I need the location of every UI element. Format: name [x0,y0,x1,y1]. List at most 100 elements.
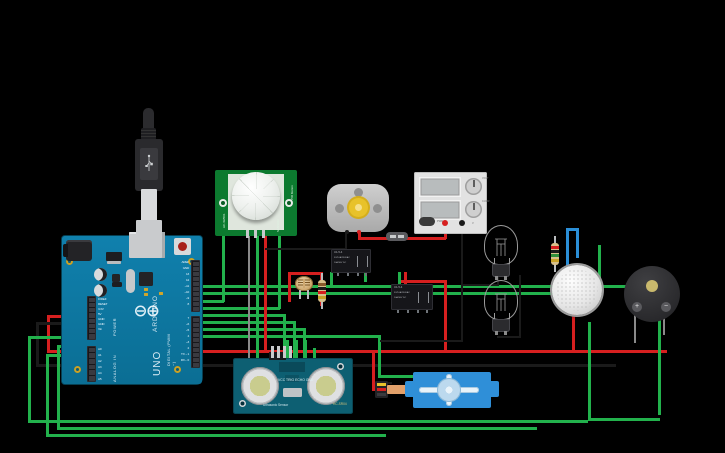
resistor-ldr-divider[interactable] [318,273,326,309]
wire-green-d11-down[interactable] [283,314,286,362]
wire-blue-gas-top[interactable] [566,228,578,231]
wire-red-main-bus[interactable] [47,350,667,353]
ultrasonic-mount-hole-right [337,363,344,370]
pir-mount-hole-left [219,199,227,207]
wire-green-gas-up[interactable] [598,245,601,294]
ultrasonic-distance-sensor[interactable]: VCC TRIG ECHO GND Ultrasonic Sensor HC-S… [233,346,353,414]
wire-green-a1-bus[interactable] [57,427,537,430]
psu-power-switch[interactable] [419,217,435,226]
resistor-band-2 [551,250,559,253]
wire-grey-buzzer-plus[interactable] [634,315,636,343]
wire-green-d11[interactable] [200,314,285,317]
wire-black-bulb2[interactable] [497,336,521,338]
wire-green-relay1-in2[interactable] [364,272,367,282]
wire-green-pir-gnd[interactable] [256,232,259,366]
wire-green-d9[interactable] [200,328,305,331]
wire-green-d8-servo[interactable] [378,375,416,378]
reset-button[interactable] [174,238,191,255]
wire-red-psu-out[interactable] [444,229,447,239]
wire-blue-gas[interactable] [566,228,569,270]
pin-label-aref: AREF [181,260,190,264]
light-bulb-2[interactable] [480,280,522,336]
relay1-pin-3 [357,273,359,276]
digital-header-upper[interactable] [191,260,200,312]
photoresistor-ldr[interactable] [295,276,313,299]
wire-green-a1-down[interactable] [57,345,60,429]
pir-fresnel-segments [232,172,280,220]
wire-grey-buzzer-minus[interactable] [663,315,665,335]
light-bulb-1[interactable] [480,225,522,281]
wire-green-buzzer-bottom[interactable] [588,418,660,421]
wire-green-a2-bus[interactable] [46,434,386,437]
pir-motion-sensor[interactable]: HC-SR501 PIR Motion SENSOR [215,170,297,238]
wire-green-us-vcc[interactable] [286,340,289,360]
wire-black-bulb-return[interactable] [380,340,463,342]
wire-green-d8-down[interactable] [378,335,381,377]
wire-black-relay1-coil[interactable] [265,248,347,250]
wire-black-bulb1[interactable] [463,284,499,286]
pir-pin-3 [262,230,265,238]
wire-black-bulb2-link[interactable] [519,275,521,337]
wire-red-pir-vcc[interactable] [264,232,267,352]
relay-module-1[interactable]: U1-5-4 5V/10A/250VAC 10A/30V DC [331,249,371,276]
usb-cable[interactable] [132,108,166,240]
wire-green-relay1-in[interactable] [330,272,333,288]
wire-green-a2-down[interactable] [46,354,49,434]
wire-grey-pir-out[interactable] [248,232,250,364]
dc-barrel-jack[interactable] [63,240,92,261]
wire-green-a0-bus[interactable] [28,420,588,423]
servo-connector[interactable] [375,381,388,398]
psu-label-current: CURR [482,200,490,203]
wire-green-us-gnd[interactable] [313,348,316,360]
wire-green-a0-down[interactable] [28,336,31,422]
psu-terminal-positive[interactable] [442,220,448,226]
wire-red-motor-pos[interactable] [358,231,361,239]
wire-green-buzzer-up[interactable] [588,322,591,420]
wire-green-d10[interactable] [200,321,295,324]
pin-label-a4: A4 [98,371,102,375]
wire-red-servo-up[interactable] [372,352,375,390]
analog-header[interactable] [87,346,96,382]
psu-terminal-negative[interactable] [459,220,465,226]
wire-green-d12-up[interactable] [278,231,281,309]
dc-power-supply[interactable]: VOLT CURR PWR V [414,172,490,234]
wire-green-d12[interactable] [200,307,280,310]
brand-uno: UNO [152,350,163,376]
piezo-buzzer[interactable]: + − [624,266,680,322]
wire-blue-gas-res[interactable] [576,228,579,258]
wire-green-relay2-in[interactable] [398,272,401,284]
wire-black-psu-neg[interactable] [461,229,463,341]
bulb2-base [492,319,510,332]
resistor-gas-pulldown[interactable] [551,236,559,272]
wire-green-d13-up[interactable] [222,231,225,302]
wire-black-gnd-down[interactable] [36,322,39,366]
wire-red-5v-down[interactable] [47,315,50,353]
relay1-pin-4 [365,273,367,276]
wire-green-d10-down[interactable] [293,321,296,363]
crystal-oscillator [126,269,135,293]
wire-green-d8[interactable] [200,335,380,338]
digital-header-lower[interactable] [191,316,200,368]
wire-green-d13[interactable] [200,300,224,303]
wire-red-gas-gnd[interactable] [572,313,575,351]
power-header[interactable] [87,296,96,340]
micro-servo-motor[interactable] [375,372,499,408]
wire-black-motor-neg[interactable] [345,232,347,250]
wire-red-relay2[interactable] [398,280,446,283]
wire-green-us-trig[interactable] [295,340,298,360]
relay1-line2: 5V/10A/250VAC [334,257,350,259]
wire-red-ldr-left[interactable] [288,272,291,302]
wire-green-us-echo[interactable] [304,340,307,360]
gas-sensor[interactable] [552,265,602,315]
psu-knob-voltage[interactable] [465,178,482,195]
inline-connector[interactable] [386,232,408,241]
relay-module-2[interactable]: U1-5-4 5V/10A/250VAC 10A/30V DC [391,284,433,313]
wire-red-psu-down[interactable] [444,280,447,352]
dc-motor[interactable] [327,184,389,234]
wire-red-ldr-top[interactable] [288,272,322,275]
relay2-line2: 5V/10A/250VAC [394,292,410,294]
psu-knob-current[interactable] [465,201,482,218]
wire-green-buzzer-down[interactable] [658,285,661,415]
wire-red-relay2-vcc[interactable] [404,272,407,284]
